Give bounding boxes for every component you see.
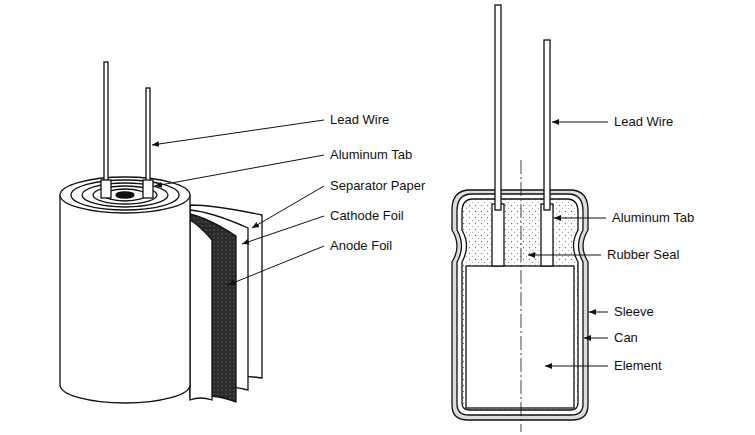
part-label: Aluminum Tab [330, 147, 412, 162]
part-label: Aluminum Tab [612, 210, 694, 225]
leader-line [552, 122, 608, 123]
lead-wire [544, 40, 550, 210]
leader-line [155, 155, 324, 186]
aluminum-tab [101, 180, 111, 198]
part-label: Cathode Foil [330, 208, 404, 223]
lead-wire [495, 5, 501, 210]
part-label: Lead Wire [330, 112, 389, 127]
part-label: Can [614, 330, 638, 345]
leader-line [545, 366, 608, 367]
leader-line [228, 246, 324, 285]
leader-line [152, 120, 324, 145]
center-axis [521, 160, 522, 432]
rubber-seal [462, 199, 578, 410]
aluminum-tab [492, 204, 504, 266]
can [457, 194, 583, 415]
leader-line [589, 312, 608, 313]
aluminum-tab [541, 204, 553, 266]
winding-ring [82, 183, 168, 207]
roll-top [60, 177, 190, 213]
core-hole [116, 192, 134, 198]
wound-element [60, 62, 262, 403]
leader-line [242, 216, 324, 244]
leader-line [528, 255, 601, 256]
leader-line [252, 186, 324, 228]
leader-lines [152, 120, 608, 366]
leader-line [584, 338, 608, 339]
part-label: Anode Foil [330, 238, 392, 253]
sleeve [452, 190, 588, 420]
part-label: Sleeve [614, 304, 654, 319]
leader-line [554, 218, 606, 219]
separator-paper-front [190, 220, 212, 400]
lead-wire [146, 88, 150, 184]
lead-wire [104, 62, 108, 184]
part-label: Element [614, 358, 662, 373]
roll-body [60, 195, 190, 403]
aluminum-tab [143, 180, 153, 198]
part-label: Lead Wire [614, 114, 673, 129]
part-label: Rubber Seal [607, 247, 679, 262]
element [466, 266, 574, 408]
anode-foil [190, 214, 236, 402]
part-label: Separator Paper [330, 178, 425, 193]
